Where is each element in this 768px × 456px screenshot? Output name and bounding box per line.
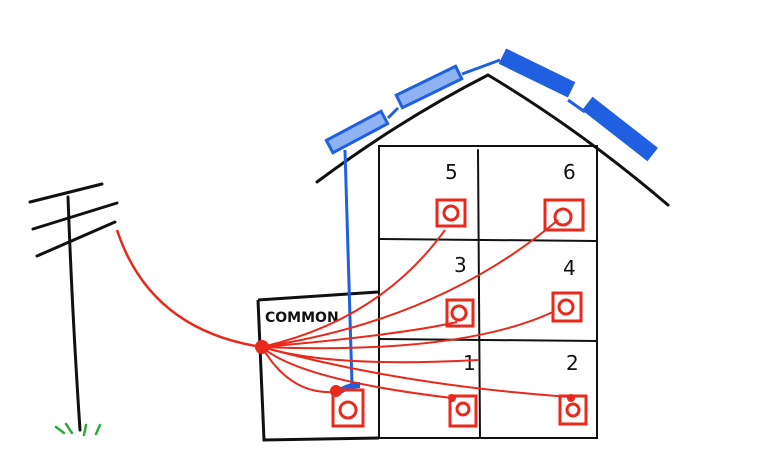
unit-label-3: 3: [454, 253, 467, 277]
unit-label-5: 5: [445, 160, 458, 184]
solar-panels: [324, 48, 658, 386]
unit-label-6: 6: [563, 160, 576, 184]
meter-icon-3: [445, 298, 475, 328]
meter-icon-5: [435, 198, 467, 228]
grass-icon: [54, 422, 102, 437]
house-outline: [315, 73, 670, 439]
utility-pole: [28, 182, 119, 432]
common-label: COMMON: [265, 310, 339, 326]
meters: [331, 198, 588, 428]
meter-icon-1: [448, 394, 478, 428]
unit-label-1: 1: [463, 351, 476, 375]
junction-dots: [255, 340, 575, 402]
unit-label-4: 4: [563, 256, 576, 280]
meter-icon-4: [551, 291, 583, 323]
distribution-lines: [261, 219, 571, 399]
meter-icon-common: [331, 388, 365, 428]
service-line: [115, 229, 263, 349]
meter-icon-6: [543, 198, 585, 232]
unit-label-2: 2: [566, 351, 579, 375]
